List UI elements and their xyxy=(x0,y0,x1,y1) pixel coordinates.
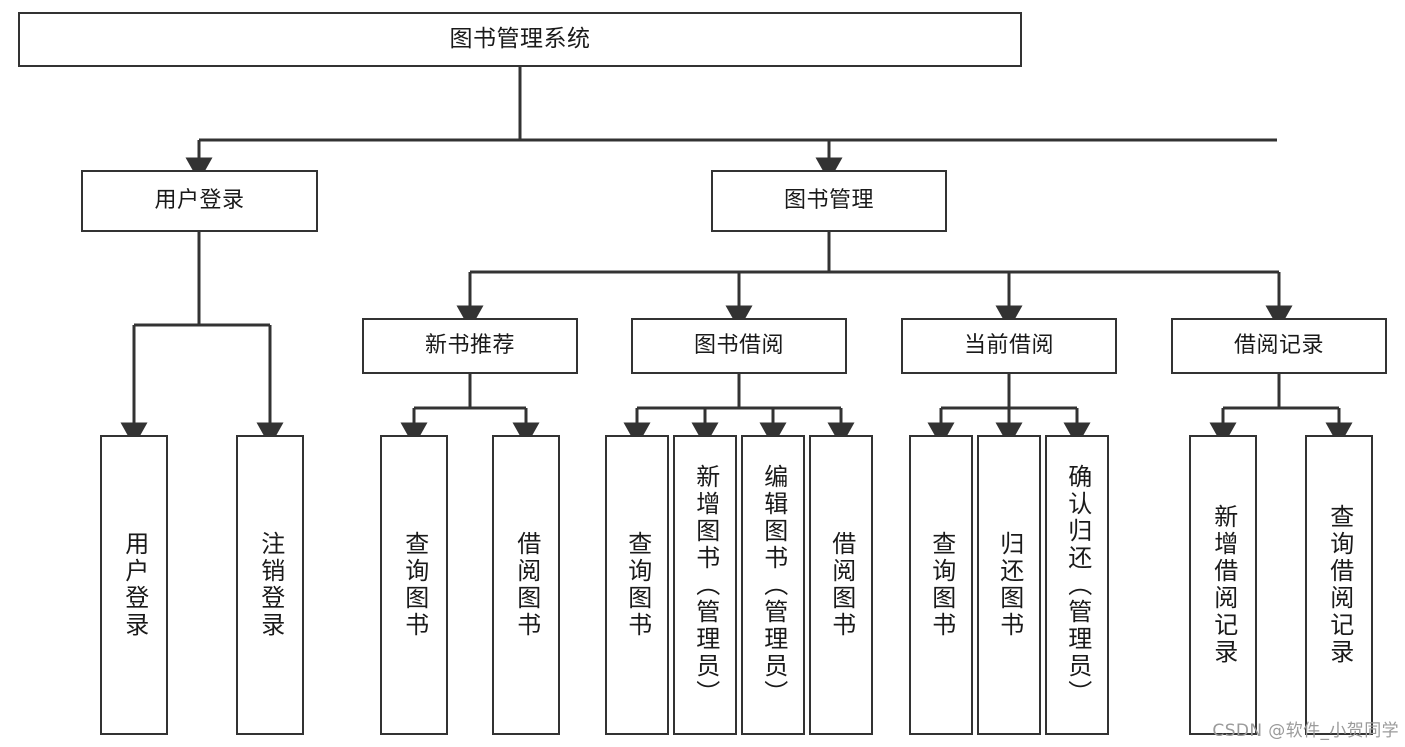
node-label: 当前借阅 xyxy=(963,332,1054,358)
node-label: 图书管理系统 xyxy=(449,25,591,52)
node-label: 借阅记录 xyxy=(1233,332,1324,358)
leaf-recommend-borrow-book[interactable]: 借阅图书 xyxy=(492,435,560,735)
leaf-current-return-book[interactable]: 归还图书 xyxy=(977,435,1041,735)
node-borrow-record[interactable]: 借阅记录 xyxy=(1171,318,1387,374)
node-label: 用户登录 xyxy=(120,531,149,639)
node-label: 借阅图书 xyxy=(827,531,856,639)
node-label: 注销登录 xyxy=(256,531,285,639)
leaf-record-query-record[interactable]: 查询借阅记录 xyxy=(1305,435,1373,735)
node-label: 查询图书 xyxy=(927,531,956,639)
node-book-borrow[interactable]: 图书借阅 xyxy=(631,318,847,374)
leaf-borrow-borrow-book[interactable]: 借阅图书 xyxy=(809,435,873,735)
leaf-record-add-record[interactable]: 新增借阅记录 xyxy=(1189,435,1257,735)
node-label: 图书管理 xyxy=(783,187,874,213)
leaf-user-login-login[interactable]: 用户登录 xyxy=(100,435,168,735)
node-new-book-recommend[interactable]: 新书推荐 xyxy=(362,318,578,374)
watermark-text: CSDN @软件_小贺同学 xyxy=(1212,721,1399,741)
node-current-borrow[interactable]: 当前借阅 xyxy=(901,318,1117,374)
node-book-management[interactable]: 图书管理 xyxy=(711,170,947,232)
node-label: 用户登录 xyxy=(154,187,245,213)
node-label: 查询借阅记录 xyxy=(1325,504,1354,666)
node-label: 借阅图书 xyxy=(512,531,541,639)
leaf-current-query-book[interactable]: 查询图书 xyxy=(909,435,973,735)
node-label: 确认归还（管理员） xyxy=(1063,463,1092,707)
leaf-recommend-query-book[interactable]: 查询图书 xyxy=(380,435,448,735)
node-label: 编辑图书（管理员） xyxy=(759,463,788,707)
leaf-borrow-edit-book[interactable]: 编辑图书（管理员） xyxy=(741,435,805,735)
leaf-user-login-logout[interactable]: 注销登录 xyxy=(236,435,304,735)
node-label: 图书借阅 xyxy=(693,332,784,358)
node-label: 查询图书 xyxy=(400,531,429,639)
node-user-login[interactable]: 用户登录 xyxy=(81,170,318,232)
node-label: 新书推荐 xyxy=(424,332,515,358)
node-label: 查询图书 xyxy=(623,531,652,639)
leaf-borrow-query-book[interactable]: 查询图书 xyxy=(605,435,669,735)
node-label: 新增借阅记录 xyxy=(1209,504,1238,666)
leaf-borrow-add-book[interactable]: 新增图书（管理员） xyxy=(673,435,737,735)
node-label: 新增图书（管理员） xyxy=(691,463,720,707)
node-label: 归还图书 xyxy=(995,531,1024,639)
node-root-system[interactable]: 图书管理系统 xyxy=(18,12,1022,67)
leaf-current-confirm-return[interactable]: 确认归还（管理员） xyxy=(1045,435,1109,735)
